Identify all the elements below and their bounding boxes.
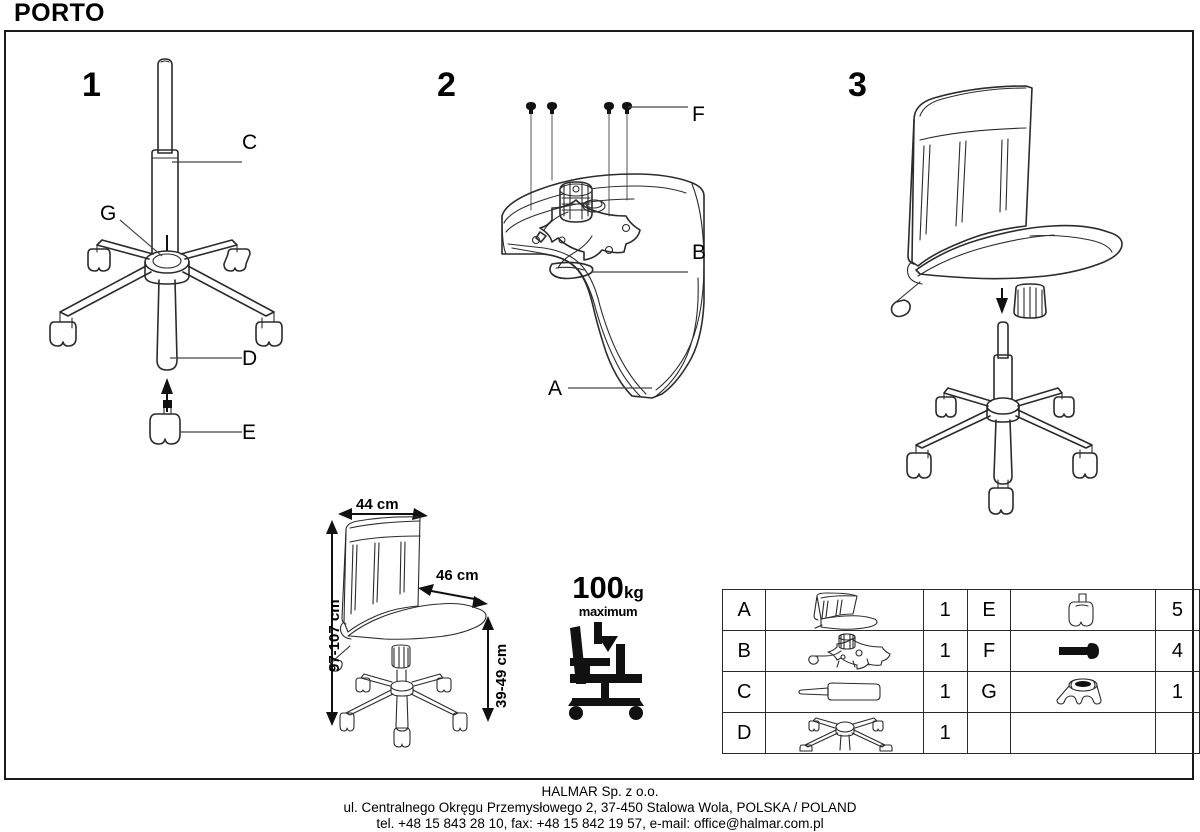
part-code-c: C [721,671,767,713]
base-with-gaslift-illustration [906,321,1098,515]
table-row: A 1 E [721,589,1200,631]
screw-3 [604,102,614,217]
part-code-g: G [966,671,1012,713]
step-1-label-d: D [242,347,258,370]
weight-limit-value: 100 [572,570,624,605]
part-code-d: D [721,712,767,754]
parts-table: A 1 E [721,589,1200,754]
part-qty-d: 1 [922,712,968,754]
part-qty-empty [1154,712,1200,754]
dimension-arrow-seat-height [482,616,494,722]
assembly-arrow-down-3 [996,288,1008,314]
footer-contact: tel. +48 15 843 28 10, fax: +48 15 842 1… [376,816,824,831]
part-qty-e: 5 [1154,589,1200,631]
assembled-chair-illustration [890,85,1123,319]
five-star-base-illustration [49,239,283,371]
table-row: C 1 G [721,671,1200,713]
part-qty-f: 4 [1154,630,1200,672]
dimension-label-seat-height: 39-49 cm [493,643,510,708]
part-qty-g: 1 [1154,671,1200,713]
step-1-label-g: G [100,202,117,225]
part-image-empty [1010,712,1156,754]
part-image-d [765,712,924,754]
screw-icon [1059,643,1100,659]
step-1-label-e: E [242,421,257,444]
part-qty-a: 1 [922,589,968,631]
weight-limit-qualifier: maximum [578,604,638,619]
weight-limit-unit: kg [623,583,644,602]
dimension-arrow-depth [418,584,488,608]
part-image-e [1010,589,1156,631]
mechanism-icon [807,633,891,670]
footer: HALMAR Sp. z o.o. ul. Centralnego Okręgu… [0,784,1200,832]
footer-address: ul. Centralnego Okręgu Przemysłowego 2, … [343,800,857,815]
mechanism-illustration [531,181,641,280]
step-1-label-c: C [242,131,258,154]
dimension-label-total-height: 97-107 cm [326,599,343,672]
screw-4 [622,102,632,201]
step-2-diagram [501,102,705,399]
caster-front-left [906,444,932,479]
part-image-b [765,630,924,672]
five-star-base-icon [798,717,893,752]
part-qty-b: 1 [922,630,968,672]
part-image-a [765,589,924,631]
part-code-a: A [721,589,767,631]
dimensions-diagram [326,508,494,748]
step-3-number: 3 [848,66,867,104]
step-1-diagram [49,58,283,445]
caster-wheel-illustration [149,400,181,445]
part-code-b: B [721,630,767,672]
footer-company: HALMAR Sp. z o.o. [541,784,659,799]
part-qty-c: 1 [922,671,968,713]
weight-limit-badge: 100kg maximum [548,572,668,722]
step-1-number: 1 [82,66,101,104]
caster-front-right [1072,444,1098,479]
weight-limit-value-row: 100kg [548,572,668,608]
table-row: B 1 F [721,630,1200,672]
part-code-f: F [966,630,1012,672]
gas-lift-icon [797,682,881,701]
weight-limit-chair-icon [568,622,644,720]
table-row: D 1 [721,712,1200,754]
part-image-c [765,671,924,713]
caster-front-center [988,479,1014,515]
screw-2 [547,102,557,181]
dimension-arrow-total-height [326,520,338,726]
dimension-chair-illustration [329,516,487,748]
part-image-g [1010,671,1156,713]
caster-wheel-icon [1068,593,1094,627]
part-image-f [1010,630,1156,672]
part-code-e: E [966,589,1012,631]
base-cover-icon [1056,678,1102,705]
step-2-number: 2 [437,66,456,104]
caster-back-right [1053,392,1075,418]
leader-line-g [119,219,163,257]
caster-socket-left-near [87,244,111,272]
caster-socket-right-near [223,244,251,272]
caster-back-left [935,392,957,418]
step-3-diagram [890,85,1123,515]
step-2-label-b: B [692,241,707,264]
step-2-label-f: F [692,103,705,126]
dimension-label-depth: 46 cm [436,567,479,584]
dimension-label-width: 44 cm [356,496,399,513]
page-title: PORTO [14,0,105,27]
step-2-label-a: A [548,377,563,400]
caster-socket-right-far [255,311,283,347]
caster-socket-left-far [49,311,77,347]
screws-illustration [526,102,688,217]
seat-shell-illustration [501,173,705,399]
screw-1 [526,102,536,211]
part-code-empty [966,712,1012,754]
seat-shell-icon [812,592,878,630]
